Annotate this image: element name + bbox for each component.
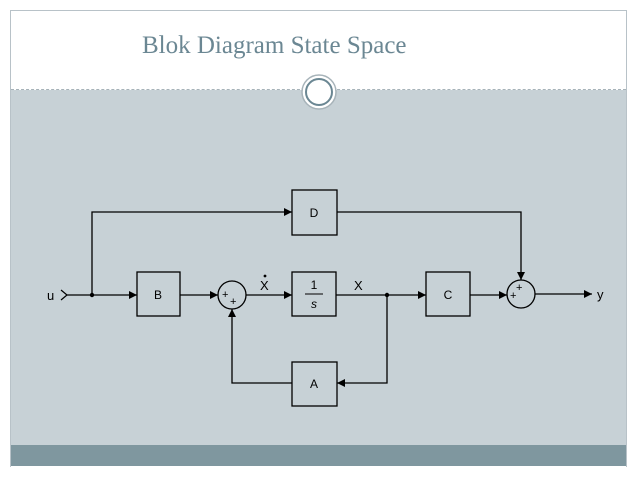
wire-D-to-sum2 (337, 211, 525, 280)
output-label: y (597, 287, 604, 302)
block-A-label: A (310, 377, 318, 391)
sum2-plus-left: + (510, 290, 516, 302)
block-B-label: B (154, 288, 162, 302)
input-label: u (47, 288, 54, 303)
block-integrator (291, 271, 337, 317)
wire-u-to-D (91, 208, 292, 295)
sum1-plus-left: + (222, 289, 228, 301)
block-C-label: C (444, 288, 453, 302)
xdot-dot-icon (263, 274, 267, 278)
block-D-label: D (310, 206, 319, 220)
content-area (11, 90, 626, 445)
block-B (136, 271, 181, 317)
signal-x-label: X (354, 278, 363, 293)
circle-ornament-icon (301, 74, 337, 110)
integrator-denominator: s (311, 297, 317, 311)
sum2-plus-top: + (516, 282, 522, 294)
integrator-numerator: 1 (311, 278, 318, 292)
block-C (425, 271, 471, 317)
slide-title: Blok Diagram State Space (142, 32, 407, 59)
bottom-gap (11, 466, 626, 467)
wire-x-to-A (337, 295, 388, 387)
footer-bar (11, 445, 626, 466)
input-chevron-icon (60, 289, 68, 301)
wire-A-to-sum1 (228, 309, 292, 384)
signal-xdot-label: X (260, 278, 269, 293)
sum1-plus-bottom: + (230, 296, 236, 308)
block-A (291, 361, 338, 407)
